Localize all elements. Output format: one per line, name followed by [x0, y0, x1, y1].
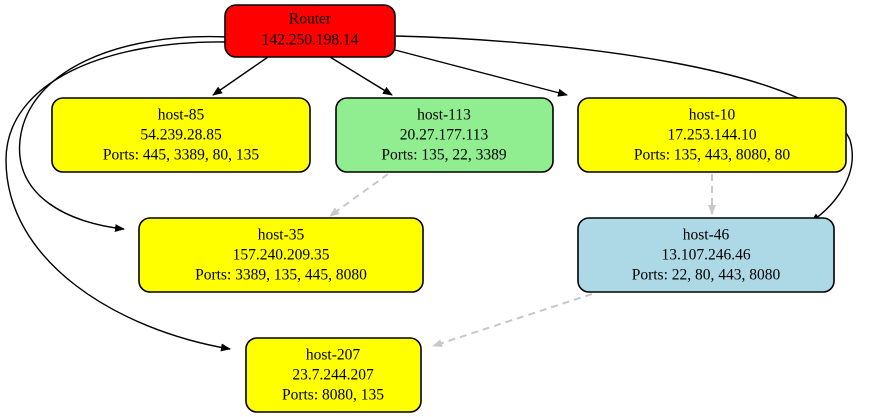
node-router-shape[interactable]: [224, 4, 396, 58]
node-host-207-ports: Ports: 8080, 135: [282, 387, 384, 404]
node-host-35-ip: 157.240.209.35: [233, 247, 330, 264]
node-host-85-shape[interactable]: [51, 97, 311, 173]
node-host-46-shape[interactable]: [577, 217, 835, 293]
node-host-10-ip: 17.253.144.10: [667, 127, 756, 144]
node-router[interactable]: Router 142.250.198.14: [224, 4, 396, 58]
edge-host-46-to-host-207: [432, 293, 593, 348]
node-router-ip: 142.250.198.14: [262, 32, 359, 49]
node-host-85-ip: 54.239.28.85: [140, 127, 222, 144]
node-host-85-ports: Ports: 445, 3389, 80, 135: [103, 147, 260, 164]
node-host-207-ip: 23.7.244.207: [292, 367, 374, 384]
node-host-113-ip: 20.27.177.113: [400, 127, 489, 144]
node-host-207[interactable]: host-207 23.7.244.207 Ports: 8080, 135: [245, 337, 422, 413]
node-host-207-name: host-207: [306, 347, 361, 364]
node-host-46-ports: Ports: 22, 80, 443, 8080: [632, 267, 781, 284]
node-host-35-shape[interactable]: [138, 217, 424, 293]
node-host-35-ports: Ports: 3389, 135, 445, 8080: [195, 267, 367, 284]
node-host-85[interactable]: host-85 54.239.28.85 Ports: 445, 3389, 8…: [51, 97, 311, 173]
node-host-35-name: host-35: [258, 227, 305, 244]
edge-router-to-host-207: [5, 41, 231, 352]
node-host-10[interactable]: host-10 17.253.144.10 Ports: 135, 443, 8…: [577, 97, 847, 173]
node-host-113-shape[interactable]: [335, 97, 554, 173]
node-host-113[interactable]: host-113 20.27.177.113 Ports: 135, 22, 3…: [335, 97, 554, 173]
node-host-46[interactable]: host-46 13.107.246.46 Ports: 22, 80, 443…: [577, 217, 835, 293]
node-host-113-ports: Ports: 135, 22, 3389: [381, 147, 507, 164]
edge-router-to-host-10: [394, 49, 568, 97]
node-host-46-name: host-46: [683, 227, 730, 244]
node-host-10-name: host-10: [689, 107, 736, 124]
node-host-10-shape[interactable]: [577, 97, 847, 173]
node-host-113-name: host-113: [417, 107, 471, 124]
edge-host-113-to-host-35: [329, 173, 389, 217]
node-host-207-shape[interactable]: [245, 337, 422, 413]
node-host-85-name: host-85: [158, 107, 205, 124]
edge-router-to-host-113: [329, 56, 393, 96]
node-layer: Router 142.250.198.14 host-85 54.239.28.…: [51, 4, 847, 413]
node-host-10-ports: Ports: 135, 443, 8080, 80: [634, 147, 791, 164]
node-host-46-ip: 13.107.246.46: [661, 247, 750, 264]
node-host-35[interactable]: host-35 157.240.209.35 Ports: 3389, 135,…: [138, 217, 424, 293]
edge-router-to-host-35: [18, 35, 229, 233]
node-router-name: Router: [289, 11, 332, 28]
edge-layer: [5, 35, 853, 352]
edge-router-to-host-85: [212, 56, 269, 96]
